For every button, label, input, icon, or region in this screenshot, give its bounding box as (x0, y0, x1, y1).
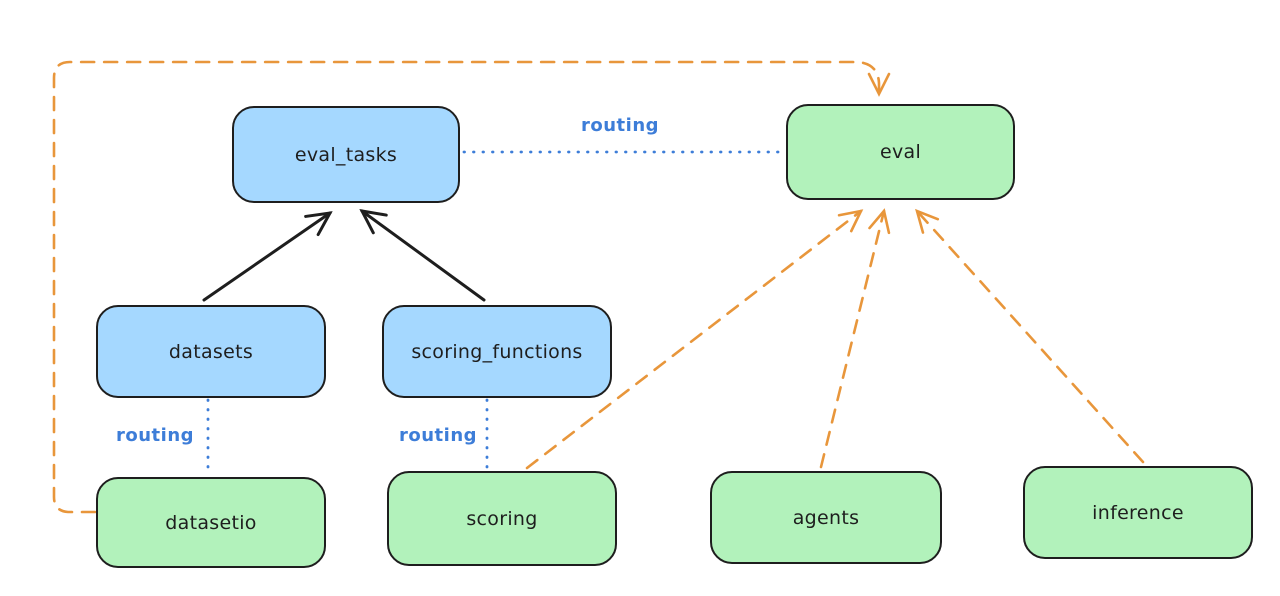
edge-label-routing-datasets-datasetio: routing (115, 425, 195, 446)
edge-agents-to-eval (819, 208, 891, 469)
node-datasetio-label: datasetio (165, 511, 257, 534)
node-eval-tasks[interactable]: eval_tasks (232, 106, 460, 203)
node-scoring-label: scoring (466, 507, 538, 530)
node-scoring[interactable]: scoring (387, 471, 617, 566)
node-eval-label: eval (879, 141, 922, 163)
node-datasetio[interactable]: datasetio (96, 477, 326, 568)
node-scoring-functions[interactable]: scoring_functions (382, 305, 612, 398)
node-eval[interactable]: eval (786, 104, 1015, 200)
node-inference-label: inference (1092, 501, 1184, 524)
node-datasets[interactable]: datasets (96, 305, 326, 398)
node-datasets-label: datasets (168, 340, 254, 363)
edge-datasets-to-eval-tasks (202, 213, 330, 302)
node-scoring-functions-label: scoring_functions (411, 340, 583, 363)
node-inference[interactable]: inference (1023, 466, 1253, 559)
node-agents-label: agents (792, 506, 860, 529)
edge-label-routing-scoring-functions-scoring: routing (398, 425, 478, 446)
edge-label-routing-eval-tasks-eval: routing (580, 115, 660, 136)
edge-inference-to-eval (915, 208, 1145, 464)
edge-scoring-functions-to-eval-tasks (362, 211, 486, 302)
node-eval-tasks-label: eval_tasks (294, 143, 398, 166)
edge-datasetio-to-eval (52, 60, 891, 514)
node-agents[interactable]: agents (710, 471, 942, 564)
edge-scoring-to-eval (525, 209, 864, 470)
